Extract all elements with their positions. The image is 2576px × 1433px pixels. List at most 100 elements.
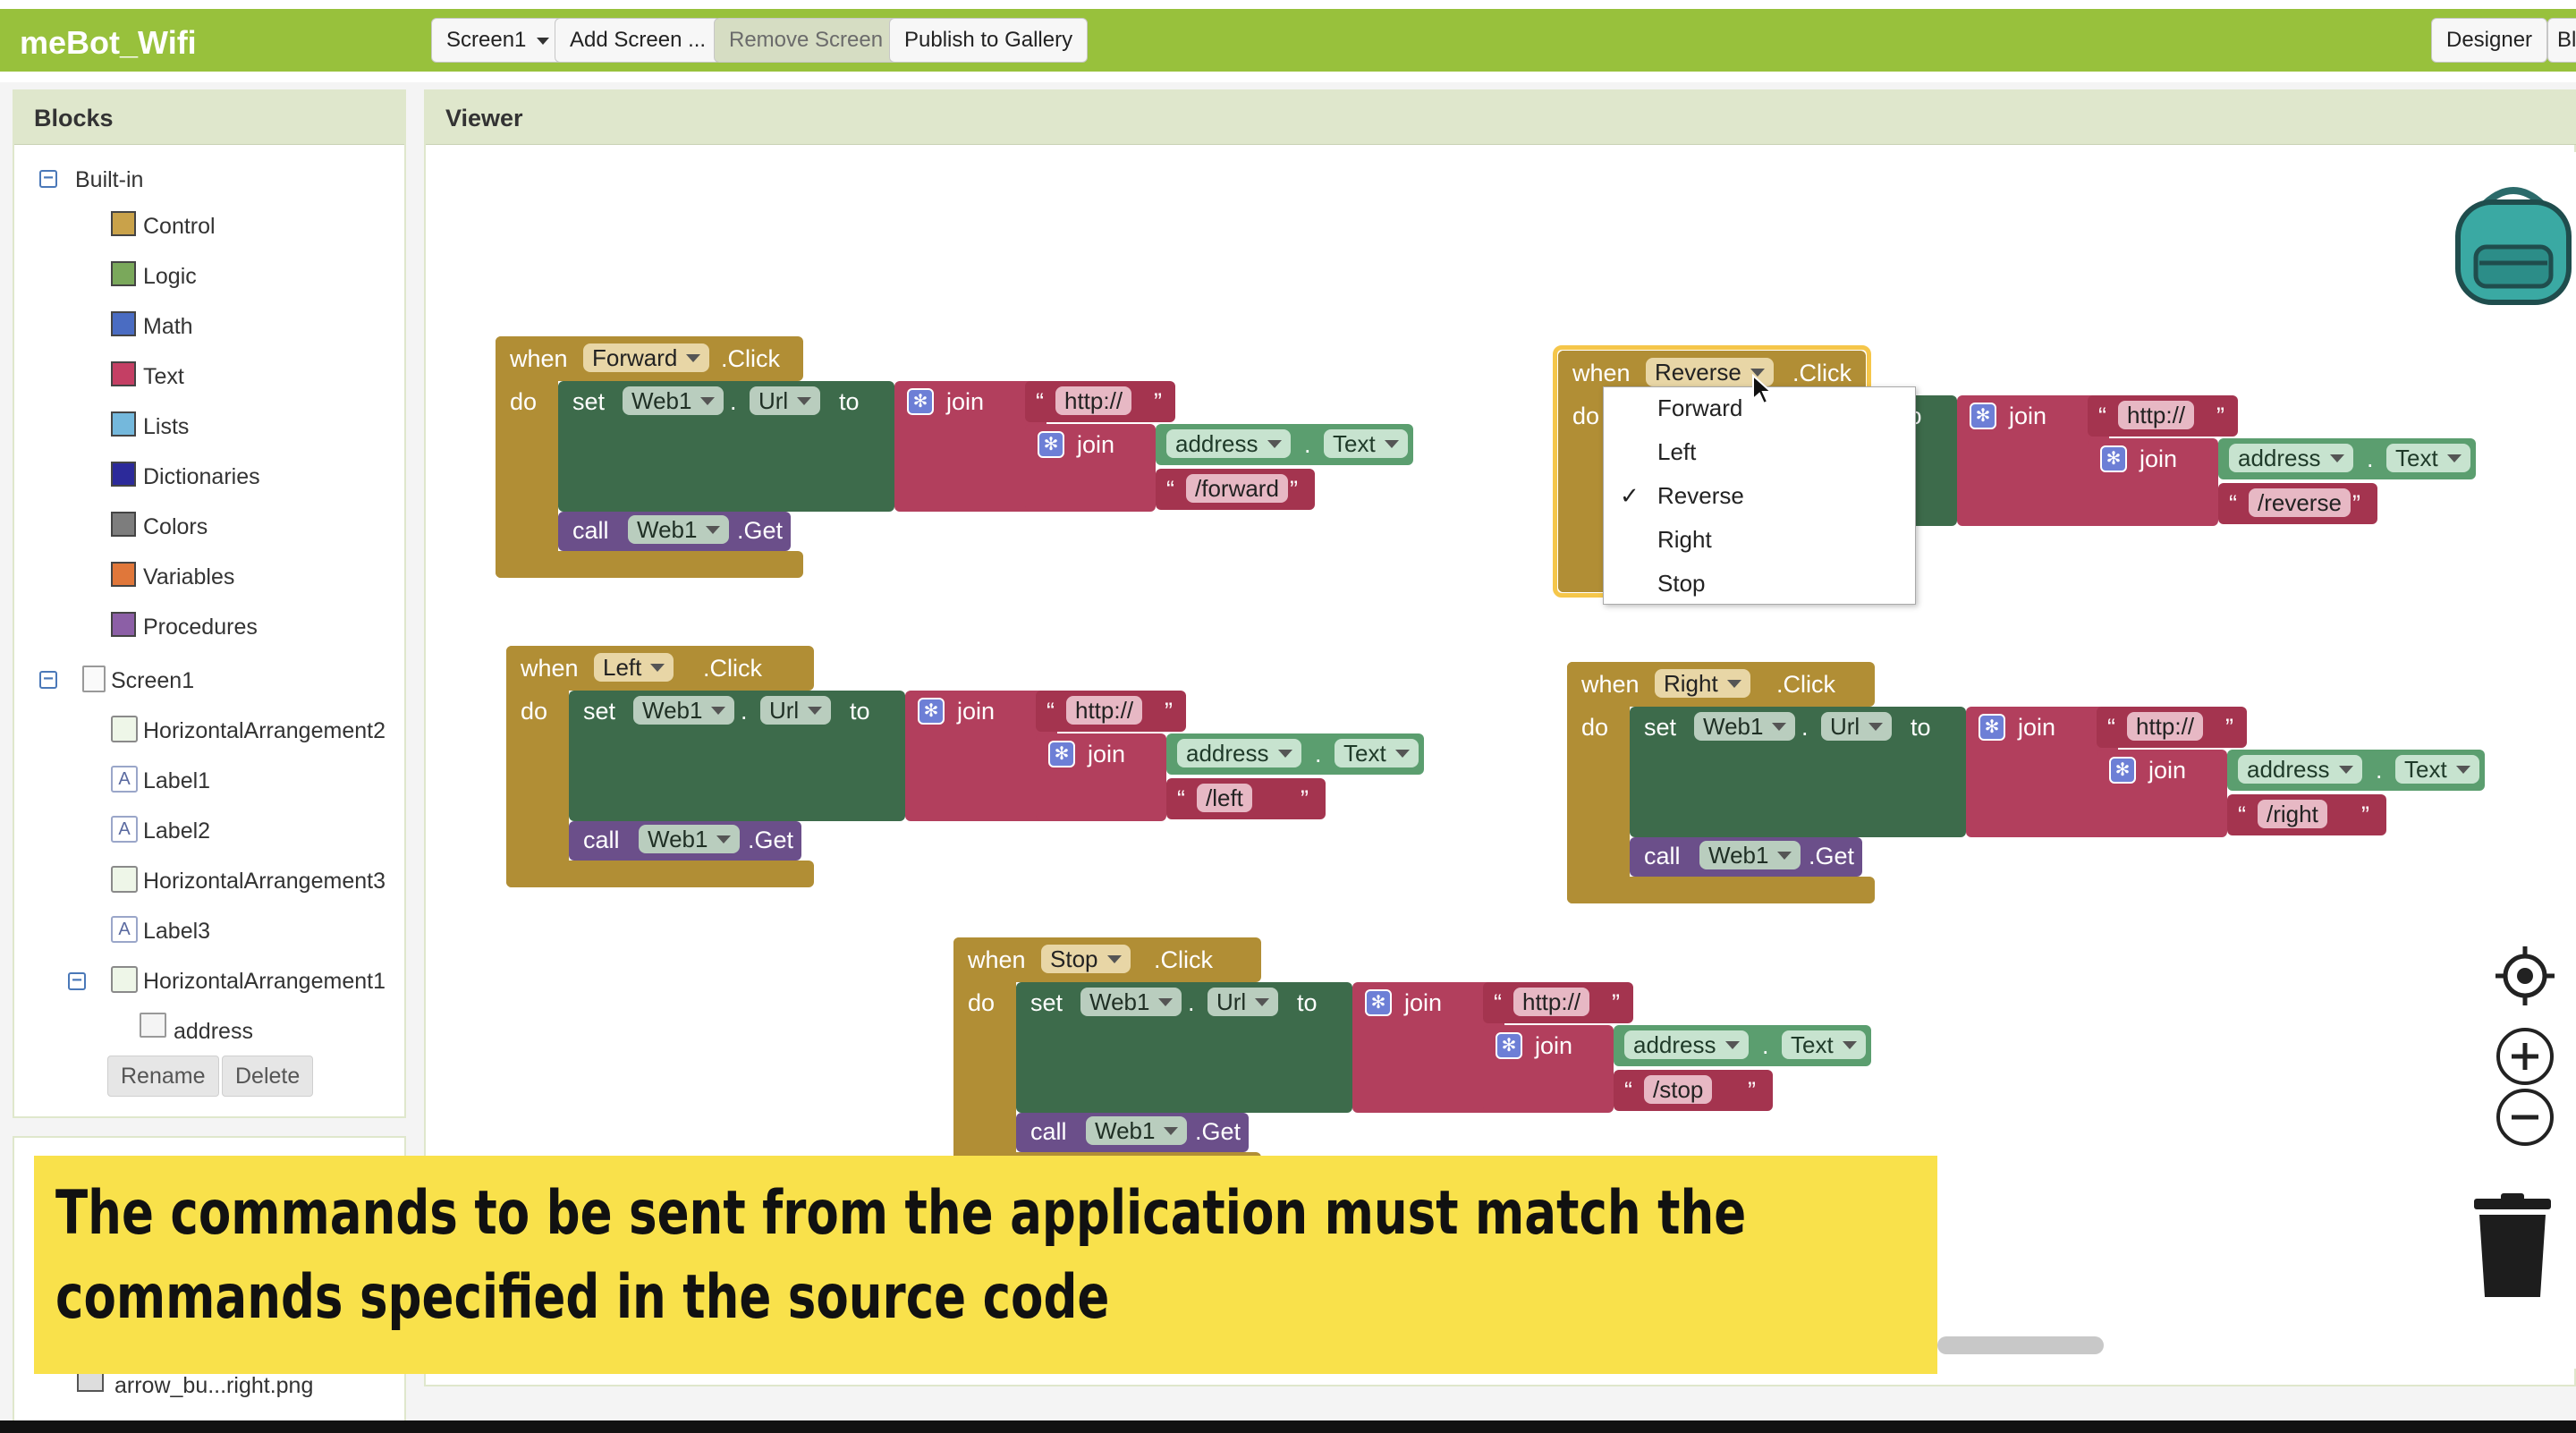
set-url-block[interactable] xyxy=(1016,982,1352,1113)
text-property-selector[interactable]: Text xyxy=(1324,429,1408,458)
address-selector[interactable]: address xyxy=(2238,755,2362,784)
target-icon[interactable] xyxy=(2494,945,2556,1007)
gear-icon[interactable]: ✻ xyxy=(2109,757,2136,784)
address-selector[interactable]: address xyxy=(1624,1030,1749,1059)
address-selector[interactable]: address xyxy=(1177,739,1301,767)
collapse-screen-toggle[interactable]: − xyxy=(39,670,57,689)
add-screen-button[interactable]: Add Screen ... xyxy=(555,18,722,63)
http-string[interactable]: http:// xyxy=(2118,401,2195,429)
gear-icon[interactable]: ✻ xyxy=(1496,1032,1522,1059)
url-property-selector[interactable]: Url xyxy=(1821,712,1893,741)
designer-button[interactable]: Designer xyxy=(2431,18,2548,63)
path-string-reverse[interactable]: /reverse xyxy=(2249,488,2351,517)
dropdown-option-forward[interactable]: Forward xyxy=(1657,394,1743,421)
path-string-stop[interactable]: /stop xyxy=(1644,1075,1713,1104)
component-label1[interactable]: Label1 xyxy=(143,768,211,793)
component-label2[interactable]: Label2 xyxy=(143,818,211,844)
delete-button[interactable]: Delete xyxy=(222,1056,314,1097)
dropdown-option-reverse[interactable]: Reverse xyxy=(1657,482,1744,509)
builtin-control[interactable]: Control xyxy=(143,214,216,239)
set-url-block[interactable] xyxy=(558,381,894,512)
dropdown-option-right[interactable]: Right xyxy=(1657,526,1712,553)
address-selector[interactable]: address xyxy=(2229,444,2353,472)
button-selector-stop[interactable]: Stop xyxy=(1041,945,1131,973)
component-horizontalarrangement3[interactable]: HorizontalArrangement3 xyxy=(143,869,386,894)
web1-selector[interactable]: Web1 xyxy=(633,696,735,725)
web1-selector[interactable]: Web1 xyxy=(1080,988,1182,1016)
set-url-block[interactable] xyxy=(569,691,905,821)
gear-icon[interactable]: ✻ xyxy=(907,388,934,415)
text-property-selector-label: Text xyxy=(1343,740,1386,767)
dropdown-option-stop[interactable]: Stop xyxy=(1657,570,1706,597)
text-property-selector[interactable]: Text xyxy=(2395,755,2479,784)
collapse-builtin-toggle[interactable]: − xyxy=(39,169,57,188)
url-property-selector[interactable]: Url xyxy=(750,386,821,415)
web1-call-selector[interactable]: Web1 xyxy=(628,515,730,544)
media-item[interactable]: arrow_bu...right.png xyxy=(114,1373,314,1398)
web1-selector[interactable]: Web1 xyxy=(623,386,724,415)
backpack-icon[interactable] xyxy=(2451,177,2576,308)
path-string-right[interactable]: /right xyxy=(2258,800,2327,828)
http-string[interactable]: http:// xyxy=(2127,712,2204,741)
builtin-text[interactable]: Text xyxy=(143,364,184,389)
web1-call-selector[interactable]: Web1 xyxy=(1086,1116,1188,1145)
builtin-procedures[interactable]: Procedures xyxy=(143,615,258,640)
web1-selector[interactable]: Web1 xyxy=(1694,712,1796,741)
close-quote: ” xyxy=(1290,476,1298,503)
http-string[interactable]: http:// xyxy=(1066,696,1143,725)
builtin-logic[interactable]: Logic xyxy=(143,264,197,289)
component-horizontalarrangement1[interactable]: HorizontalArrangement1 xyxy=(143,969,386,994)
screen-select-button[interactable]: Screen1 xyxy=(431,18,564,63)
button-selector-left[interactable]: Left xyxy=(594,653,674,682)
tree-address[interactable]: address xyxy=(174,1019,253,1044)
builtin-math[interactable]: Math xyxy=(143,314,193,339)
url-property-selector[interactable]: Url xyxy=(1208,988,1279,1016)
component-horizontalarrangement2[interactable]: HorizontalArrangement2 xyxy=(143,718,386,743)
collapse-arrangement1-toggle[interactable]: − xyxy=(68,971,86,990)
workspace-scrollbar[interactable] xyxy=(1937,1336,2104,1354)
text-property-selector[interactable]: Text xyxy=(2386,444,2470,472)
gear-icon[interactable]: ✻ xyxy=(918,698,945,725)
web1-call-selector[interactable]: Web1 xyxy=(639,825,741,853)
dropdown-arrow-icon xyxy=(650,664,665,672)
gear-icon[interactable]: ✻ xyxy=(1365,989,1392,1016)
gear-icon[interactable]: ✻ xyxy=(1048,741,1075,767)
zoom-in-icon[interactable] xyxy=(2494,1025,2556,1088)
zoom-out-icon[interactable] xyxy=(2494,1086,2556,1149)
rename-button[interactable]: Rename xyxy=(107,1056,219,1097)
textbox-icon xyxy=(140,1013,166,1038)
web1-call-selector[interactable]: Web1 xyxy=(1699,841,1801,869)
builtin-variables[interactable]: Variables xyxy=(143,564,235,589)
publish-gallery-button[interactable]: Publish to Gallery xyxy=(889,18,1089,63)
builtin-colors[interactable]: Colors xyxy=(143,514,208,539)
text-property-selector[interactable]: Text xyxy=(1782,1030,1866,1059)
gear-icon[interactable]: ✻ xyxy=(1979,714,2005,741)
path-string-left[interactable]: /left xyxy=(1197,784,1252,812)
url-property-selector[interactable]: Url xyxy=(760,696,832,725)
button-selector-right[interactable]: Right xyxy=(1655,669,1750,698)
http-string[interactable]: http:// xyxy=(1055,386,1132,415)
remove-screen-button[interactable]: Remove Screen xyxy=(714,18,899,63)
builtin-lists[interactable]: Lists xyxy=(143,414,190,439)
gear-icon[interactable]: ✻ xyxy=(1038,431,1064,458)
set-url-block[interactable] xyxy=(1630,707,1966,837)
http-string[interactable]: http:// xyxy=(1513,988,1590,1016)
tree-screen1[interactable]: Screen1 xyxy=(111,668,195,693)
text-property-selector[interactable]: Text xyxy=(1335,739,1419,767)
dictionaries-color-swatch xyxy=(111,462,136,487)
dropdown-option-left[interactable]: Left xyxy=(1657,438,1697,465)
trash-icon[interactable] xyxy=(2472,1193,2553,1301)
button-selector-forward[interactable]: Forward xyxy=(583,343,710,372)
tree-builtin[interactable]: Built-in xyxy=(75,167,144,192)
builtin-dictionaries[interactable]: Dictionaries xyxy=(143,464,260,489)
path-string-forward[interactable]: /forward xyxy=(1186,474,1288,503)
component-label3[interactable]: Label3 xyxy=(143,919,211,944)
address-selector[interactable]: address xyxy=(1166,429,1291,458)
gear-icon[interactable]: ✻ xyxy=(2100,445,2127,472)
gear-icon[interactable]: ✻ xyxy=(1970,403,1996,429)
blocks-button[interactable]: Bl xyxy=(2547,18,2576,63)
event-side xyxy=(506,646,569,887)
